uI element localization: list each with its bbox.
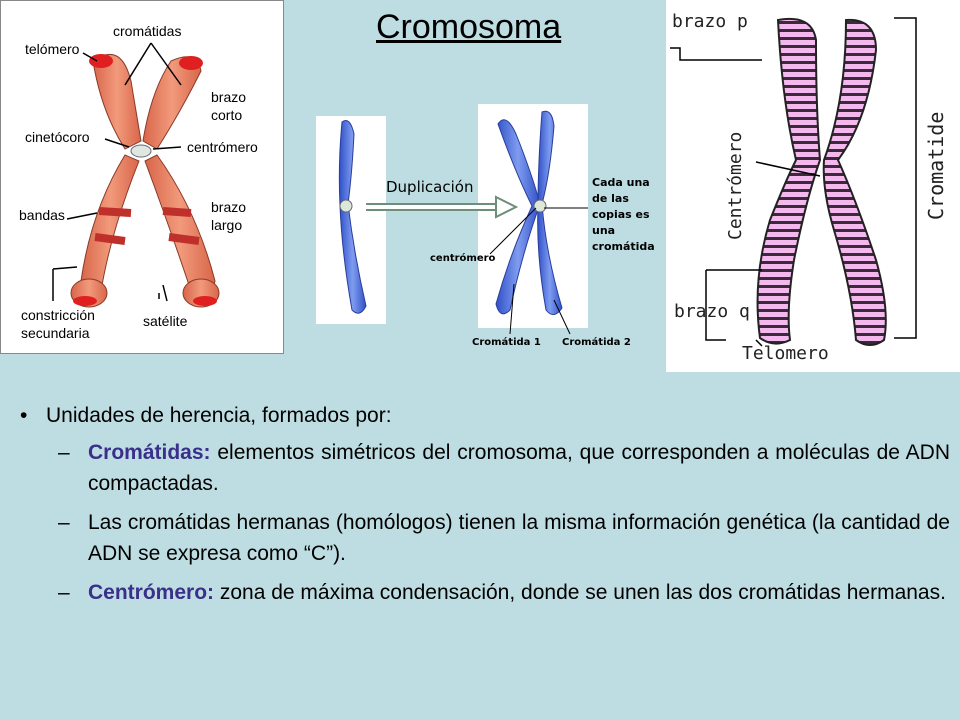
label-constriccion-1: constricción [21,307,95,323]
bullet-item-3: – Centrómero: zona de máxima condensació… [20,577,950,608]
label-duplicacion: Duplicación [386,178,474,196]
label-brazo-q: brazo q [674,301,750,322]
note-line-5: cromátida [592,240,655,253]
bullet-dot-icon: • [20,404,28,427]
label-constriccion-2: secundaria [21,325,90,341]
dash-icon: – [58,441,70,464]
label-cromatidas: cromátidas [113,23,182,39]
bullet-item-2: – Las cromátidas hermanas (homólogos) ti… [20,507,950,569]
duplication-illustration [316,104,588,335]
label-cromatida-2: Cromátida 2 [562,337,631,348]
note-line-3: copias es [592,208,650,221]
item2-text: Las cromátidas hermanas (homólogos) tien… [88,511,950,565]
term-centromero: Centrómero: [88,581,215,604]
note-line-2: de las [592,192,629,205]
label-satelite: satélite [143,313,188,329]
bullet-item-1: – Cromátidas: elementos simétricos del c… [20,437,950,499]
item3-text: zona de máxima condensación, donde se un… [214,581,946,604]
chromosome-illustration [52,42,220,308]
note-line-4: una [592,224,616,237]
label-brazo-corto-2: corto [211,107,243,123]
label-cromatida-1: Cromátida 1 [472,337,541,348]
label-brazo-corto-1: brazo [211,89,247,105]
note-line-1: Cada una [592,176,650,189]
labeled-chromosome-panel: cromátidas telómero brazo corto cinetóco… [0,0,284,354]
label-telomero: telómero [25,41,80,57]
page-title: Cromosoma [376,8,562,46]
label-telomero-right: Telomero [742,343,829,364]
label-cromatide: Cromatide [924,111,948,220]
bullet-main: • Unidades de herencia, formados por: [20,400,950,431]
label-cinetocoro: cinetócoro [25,129,90,145]
label-brazo-largo-2: largo [211,217,243,233]
label-centromero-mid: centrómero [430,253,496,264]
label-brazo-p: brazo p [672,11,748,32]
bullet-list: • Unidades de herencia, formados por: – … [20,400,950,616]
duplication-diagram: Duplicación Cada una de las copias es un… [310,104,666,364]
label-centromero-right: Centrómero [725,131,746,240]
label-bandas: bandas [19,207,65,223]
dash-icon: – [58,511,70,534]
item1-text: elementos simétricos del cromosoma, que … [88,441,950,495]
striped-chromosome-illustration [670,17,917,347]
label-brazo-largo-1: brazo [211,199,247,215]
label-centromero: centrómero [187,139,258,155]
term-cromatidas: Cromátidas: [88,441,211,464]
bullet-main-text: Unidades de herencia, formados por: [46,404,392,427]
chromosome-structure-panel: brazo p Centrómero Cromatide brazo q Tel… [666,0,960,372]
dash-icon: – [58,581,70,604]
